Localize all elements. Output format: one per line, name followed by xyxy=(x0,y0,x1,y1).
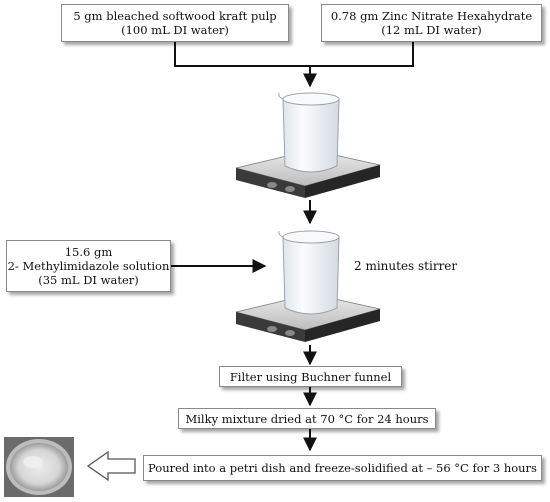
methyl-input-line2: 2- Methylimidazole solution xyxy=(7,259,170,273)
pulp-input-line2: (100 mL DI water) xyxy=(121,23,229,37)
pulp-input-line1: 5 gm bleached softwood kraft pulp xyxy=(73,9,277,23)
pulp-input-box: 5 gm bleached softwood kraft pulp (100 m… xyxy=(61,4,289,42)
freeze-step-box: Poured into a petri dish and freeze-soli… xyxy=(143,455,542,481)
filter-step-text: Filter using Buchner funnel xyxy=(229,369,392,384)
dry-step-box: Milky mixture dried at 70 °C for 24 hour… xyxy=(178,408,436,429)
methyl-input-line1: 15.6 gm xyxy=(64,245,113,259)
stir-duration-label: 2 minutes stirrer xyxy=(354,259,458,273)
methyl-input-line3: (35 mL DI water) xyxy=(38,273,139,287)
filter-step-box: Filter using Buchner funnel xyxy=(219,366,402,387)
petri-dish-icon xyxy=(4,437,74,497)
dry-step-text: Milky mixture dried at 70 °C for 24 hour… xyxy=(185,411,429,426)
beaker-on-stirrer-icon xyxy=(235,230,381,342)
merge-connector xyxy=(174,42,414,88)
hollow-left-arrow-icon xyxy=(86,450,136,482)
zinc-input-line2: (12 mL DI water) xyxy=(381,23,482,37)
freeze-step-text: Poured into a petri dish and freeze-soli… xyxy=(148,461,537,475)
zinc-input-line1: 0.78 gm Zinc Nitrate Hexahydrate xyxy=(330,9,533,23)
beaker-on-stirrer-icon xyxy=(235,92,381,198)
methyl-input-box: 15.6 gm 2- Methylimidazole solution (35 … xyxy=(6,240,171,292)
zinc-input-box: 0.78 gm Zinc Nitrate Hexahydrate (12 mL … xyxy=(321,4,542,42)
